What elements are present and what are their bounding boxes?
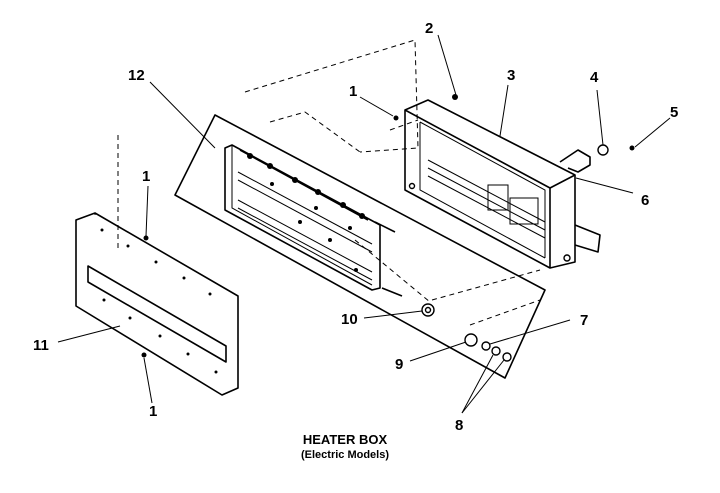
callout-10: 10	[341, 311, 358, 328]
heater-element-assembly	[174, 114, 546, 379]
callout-labels: 1 2 3 4 5 6 1 12 11 10 9 7 8 1	[33, 20, 678, 434]
leader-lines	[57, 34, 671, 414]
callout-5: 5	[670, 104, 678, 121]
diagram-title: HEATER BOX	[303, 432, 388, 447]
diagram-subtitle: (Electric Models)	[301, 449, 389, 461]
callout-7: 7	[580, 312, 588, 329]
callout-8: 8	[455, 417, 463, 434]
callout-11: 11	[33, 337, 49, 354]
front-cover-panel	[75, 212, 239, 396]
callout-9: 9	[395, 356, 403, 373]
callout-4: 4	[590, 69, 599, 86]
callout-1-mid: 1	[142, 168, 150, 185]
callout-2: 2	[425, 20, 433, 37]
assembly-guide-lines	[117, 39, 541, 326]
callout-1-top: 1	[349, 83, 357, 100]
hardware-parts	[141, 94, 635, 362]
callout-1-bottom: 1	[149, 403, 157, 420]
heater-box-housing	[404, 99, 601, 269]
callout-6: 6	[641, 192, 649, 209]
callout-12: 12	[128, 67, 145, 84]
callout-3: 3	[507, 67, 515, 84]
